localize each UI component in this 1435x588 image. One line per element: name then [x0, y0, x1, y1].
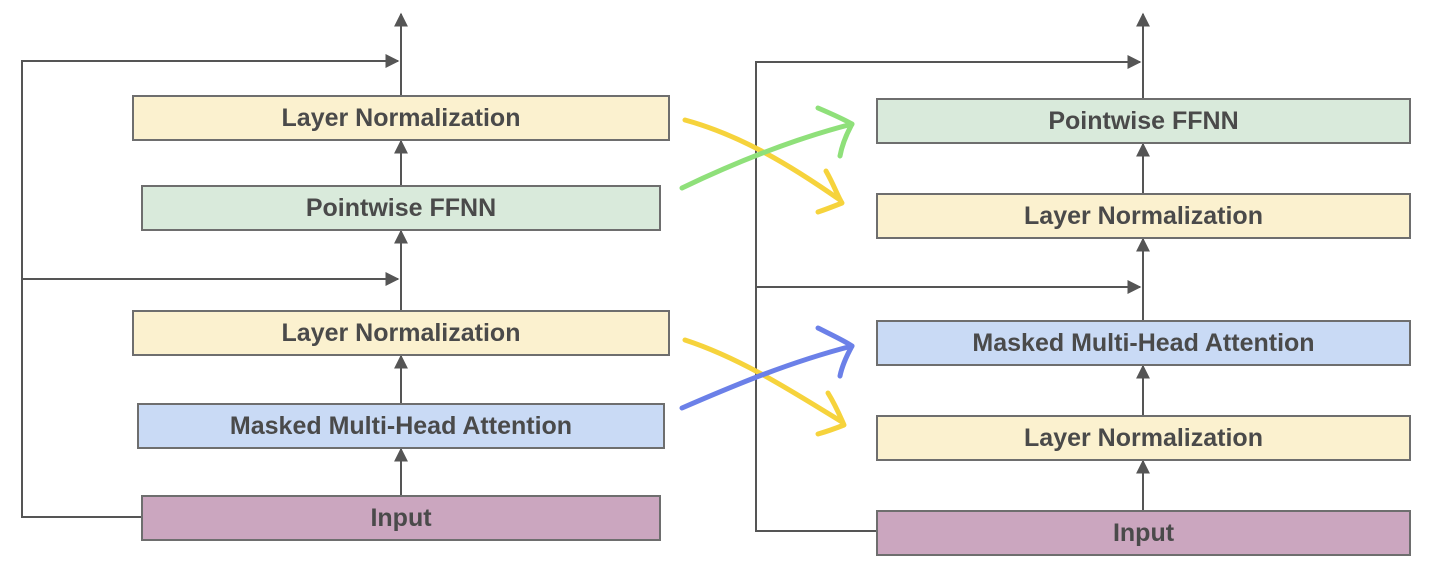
- left-residual-from-input: [21, 272, 400, 518]
- yellow-move-arrow-bottom: [682, 337, 845, 425]
- right-layer-normalization-1-label: Layer Normalization: [1024, 423, 1263, 452]
- yellow-move-arrow-bottom-head: [815, 390, 847, 437]
- reorder-arrows: [679, 105, 855, 437]
- yellow-move-arrow-top-head: [815, 168, 845, 215]
- right-layer-normalization-2: Layer Normalization: [876, 193, 1411, 239]
- left-masked-multi-head-attention-label: Masked Multi-Head Attention: [229, 411, 573, 440]
- right-input-label: Input: [1112, 518, 1175, 547]
- green-move-arrow-head: [815, 105, 855, 159]
- left-layer-normalization-2: Layer Normalization: [132, 95, 670, 141]
- blue-move-arrow: [679, 343, 855, 411]
- blue-move-arrow-head: [815, 325, 855, 379]
- left-layer-normalization-2-label: Layer Normalization: [281, 103, 521, 132]
- green-move-arrow: [679, 121, 855, 191]
- left-input: Input: [141, 495, 661, 541]
- left-masked-multi-head-attention: Masked Multi-Head Attention: [137, 403, 665, 449]
- right-pointwise-ffnn: Pointwise FFNN: [876, 98, 1411, 144]
- right-masked-multi-head-attention-label: Masked Multi-Head Attention: [972, 328, 1315, 357]
- right-residual-to-top: [755, 55, 1142, 287]
- left-layer-normalization-1-label: Layer Normalization: [281, 318, 521, 347]
- left-pointwise-ffnn-label: Pointwise FFNN: [305, 193, 497, 222]
- left-pointwise-ffnn: Pointwise FFNN: [141, 185, 661, 231]
- right-residual-from-input: [755, 280, 1142, 532]
- left-residual-to-top: [21, 54, 400, 279]
- right-residual-paths: [755, 55, 1142, 532]
- left-input-label: Input: [370, 503, 432, 532]
- right-pointwise-ffnn-label: Pointwise FFNN: [1048, 106, 1239, 135]
- right-masked-multi-head-attention: Masked Multi-Head Attention: [876, 320, 1411, 366]
- left-residual-paths: [21, 54, 400, 518]
- right-layer-normalization-2-label: Layer Normalization: [1024, 201, 1263, 230]
- left-layer-normalization-1: Layer Normalization: [132, 310, 670, 356]
- right-layer-normalization-1: Layer Normalization: [876, 415, 1411, 461]
- right-input: Input: [876, 510, 1411, 556]
